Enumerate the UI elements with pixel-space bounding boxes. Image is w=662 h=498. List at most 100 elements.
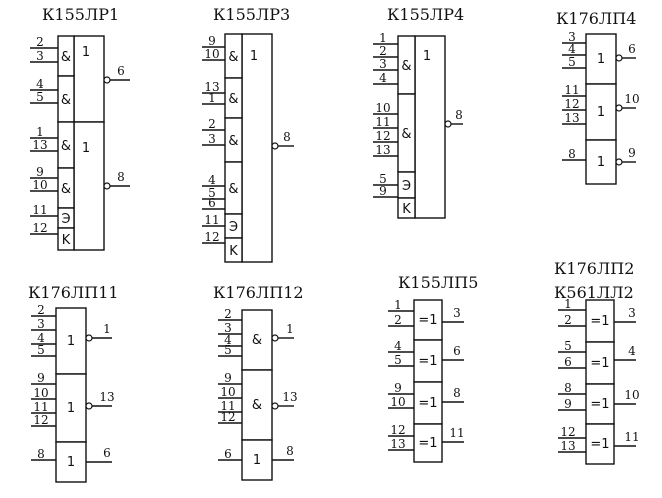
group-symbol: & (61, 182, 71, 197)
pin-number: 6 (103, 446, 111, 460)
pin-number: 8 (283, 130, 291, 144)
gate-symbol: 1 (597, 105, 605, 120)
output-inversion-bubble (444, 120, 452, 128)
gate-symbol: =1 (418, 436, 437, 451)
pin-number: 1 (208, 91, 216, 105)
pin-number: 3 (379, 57, 387, 71)
pin-number: 1 (379, 31, 387, 45)
pin-number: 4 (224, 333, 232, 347)
or-section-box (73, 121, 105, 251)
gate-box (55, 373, 87, 443)
gate-symbol: =1 (418, 396, 437, 411)
pin-number: 12 (33, 413, 48, 427)
gate-symbol: 1 (253, 453, 261, 468)
chip-title: К155ЛР3 (213, 5, 290, 24)
gate-box (241, 439, 273, 481)
group-symbol: Э (61, 212, 70, 227)
pin-number: 4 (208, 173, 216, 187)
pin-number: 11 (220, 399, 235, 413)
pin-number: 11 (32, 203, 47, 217)
pin-number: 12 (560, 425, 575, 439)
pin-number: 10 (624, 388, 639, 402)
group-symbol: K (402, 202, 411, 217)
section-symbol: 1 (250, 49, 258, 64)
pin-number: 1 (103, 322, 111, 336)
pin-number: 8 (453, 386, 461, 400)
gate-symbol: =1 (590, 356, 609, 371)
pin-number: 12 (564, 97, 579, 111)
group-symbol: & (61, 139, 71, 154)
gate-box (585, 299, 615, 343)
pin-number: 9 (37, 371, 45, 385)
pin-number: 4 (36, 77, 44, 91)
pin-number: 10 (220, 385, 235, 399)
pin-number: 13 (564, 111, 579, 125)
gate-symbol: 1 (67, 334, 75, 349)
gate-symbol: 1 (67, 401, 75, 416)
pin-number: 10 (375, 101, 390, 115)
pin-number: 11 (564, 83, 579, 97)
pin-number: 5 (568, 55, 576, 69)
section-symbol: 1 (82, 141, 90, 156)
pin-number: 8 (286, 444, 294, 458)
pin-number: 5 (394, 353, 402, 367)
pin-number: 12 (32, 221, 47, 235)
pin-number: 1 (394, 298, 402, 312)
chip-title: К155ЛР1 (42, 5, 119, 24)
pin-number: 8 (117, 170, 125, 184)
group-symbol: K (229, 244, 238, 259)
pin-number: 5 (564, 339, 572, 353)
pin-number: 6 (208, 196, 216, 210)
chip-title: К176ЛП12 (213, 283, 304, 302)
pin-number: 2 (564, 313, 572, 327)
gate-box (241, 309, 273, 371)
pin-number: 10 (33, 386, 48, 400)
pin-number: 2 (379, 44, 387, 58)
gate-box (241, 369, 273, 441)
gate-box (413, 381, 443, 425)
pin-number: 3 (37, 317, 45, 331)
pin-number: 10 (204, 47, 219, 61)
gate-symbol: 1 (67, 455, 75, 470)
pin-number: 4 (379, 71, 387, 85)
pin-number: 13 (282, 390, 297, 404)
group-symbol: & (61, 50, 71, 65)
pin-number: 11 (624, 430, 639, 444)
output-inversion-bubble (615, 54, 623, 62)
gate-box (413, 299, 443, 341)
pin-number: 12 (390, 423, 405, 437)
chip-title-alt: К561ЛЛ2 (554, 283, 634, 302)
pin-number: 11 (33, 400, 48, 414)
pin-number: 6 (453, 344, 461, 358)
chip-title: К176ЛП11 (28, 283, 119, 302)
output-inversion-bubble (271, 142, 279, 150)
chip-title: К176ЛП2 (554, 259, 634, 278)
pin-number: 13 (390, 437, 405, 451)
pin-number: 3 (568, 30, 576, 44)
pin-number: 2 (394, 313, 402, 327)
input-group-box (57, 227, 75, 251)
section-symbol: 1 (423, 49, 431, 64)
pin-number: 4 (628, 344, 636, 358)
pin-number: 6 (564, 355, 572, 369)
pin-number: 8 (37, 447, 45, 461)
pin-number: 13 (560, 439, 575, 453)
output-inversion-bubble (615, 158, 623, 166)
pin-number: 3 (224, 321, 232, 335)
gate-box (585, 423, 615, 465)
chip-title: К155ЛР4 (387, 5, 464, 24)
pin-number: 8 (568, 147, 576, 161)
pin-number: 13 (204, 80, 219, 94)
gate-symbol: =1 (590, 397, 609, 412)
group-symbol: & (401, 59, 411, 74)
pin-number: 1 (36, 125, 44, 139)
group-symbol: & (401, 127, 411, 142)
gate-box (413, 423, 443, 463)
pin-number: 3 (208, 132, 216, 146)
pin-number: 3 (36, 49, 44, 63)
